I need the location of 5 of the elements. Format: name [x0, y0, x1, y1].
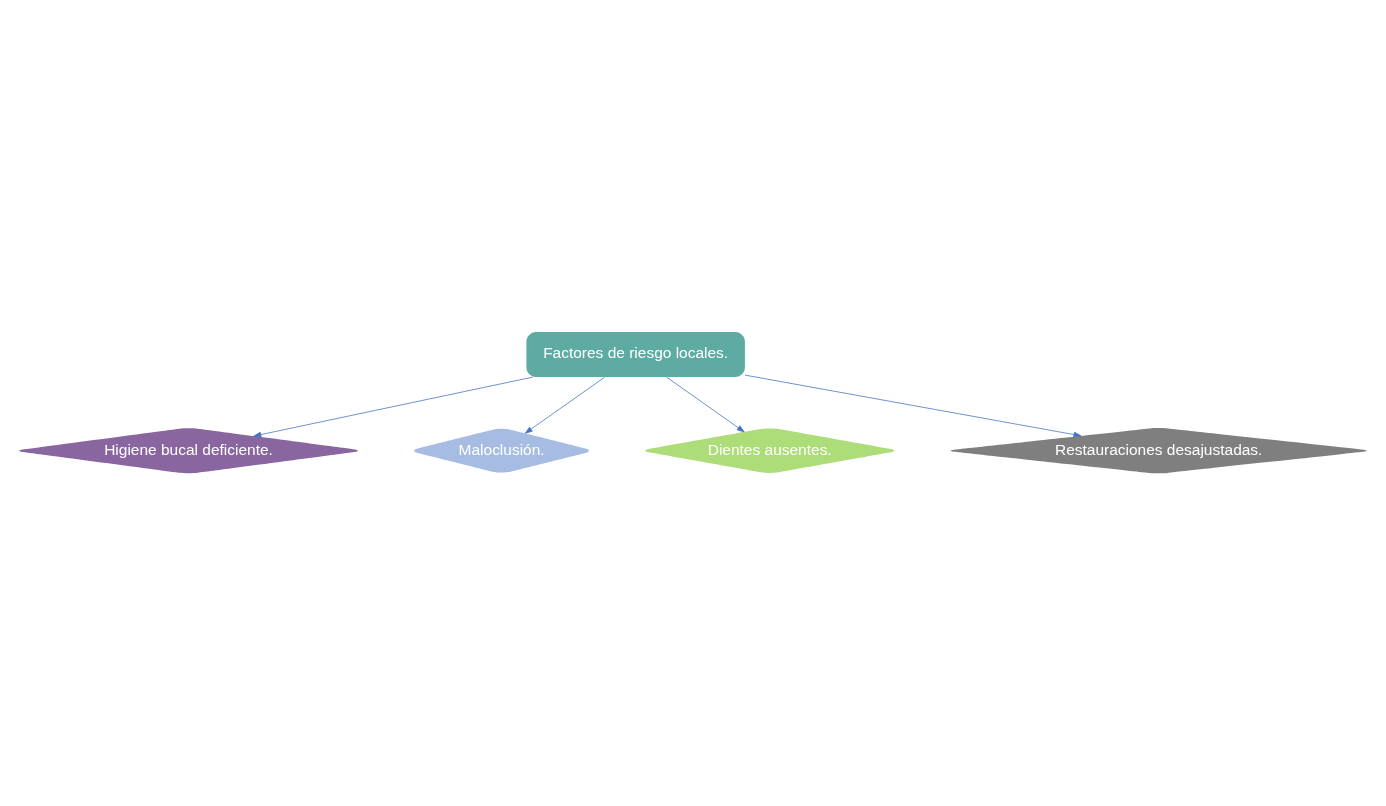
node-box: Factores de riesgo locales.: [526, 332, 745, 378]
arrow: [744, 374, 1082, 438]
arrow: [666, 376, 745, 433]
arrow: [253, 376, 534, 438]
arrow: [524, 376, 605, 434]
